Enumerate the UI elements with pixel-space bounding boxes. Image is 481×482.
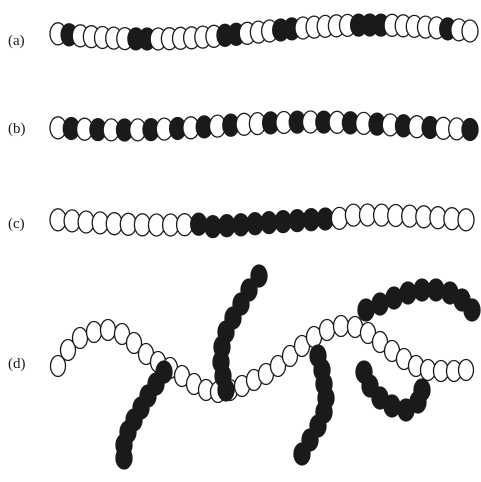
backbone-bead bbox=[457, 358, 475, 382]
graft-bead bbox=[413, 378, 431, 402]
chain-b-alternating bbox=[49, 110, 479, 142]
graft-bead bbox=[427, 278, 445, 302]
graft-bead bbox=[383, 394, 401, 418]
backbone-bead bbox=[71, 326, 89, 350]
backbone-bead bbox=[332, 314, 350, 338]
graft-bead bbox=[399, 281, 417, 305]
backbone-bead bbox=[85, 320, 103, 344]
chain-a-alternating-blocks bbox=[49, 13, 479, 51]
backbone-bead bbox=[49, 354, 67, 378]
open-bead bbox=[461, 19, 479, 43]
panel-label-a: (a) bbox=[8, 33, 25, 49]
backbone-bead bbox=[59, 338, 77, 362]
chain-c-block-copolymer bbox=[49, 203, 475, 239]
open-bead bbox=[457, 208, 475, 232]
panel-label-c: (c) bbox=[8, 216, 25, 232]
chain-d-graft-copolymer bbox=[49, 264, 481, 470]
backbone-bead bbox=[318, 318, 336, 342]
backbone-bead bbox=[99, 318, 117, 342]
filled-bead bbox=[461, 117, 479, 142]
filled-bead bbox=[190, 212, 208, 236]
graft-bead bbox=[293, 442, 311, 466]
panel-label-b: (b) bbox=[8, 121, 26, 137]
backbone-bead bbox=[281, 344, 299, 368]
backbone-bead bbox=[125, 331, 143, 355]
open-bead bbox=[330, 206, 349, 231]
graft-bead bbox=[463, 298, 481, 322]
graft-bead bbox=[240, 278, 258, 302]
panel-label-d: (d) bbox=[8, 356, 26, 372]
graft-bead bbox=[115, 446, 133, 470]
backbone-bead bbox=[269, 354, 287, 378]
graft-bead bbox=[250, 264, 268, 288]
